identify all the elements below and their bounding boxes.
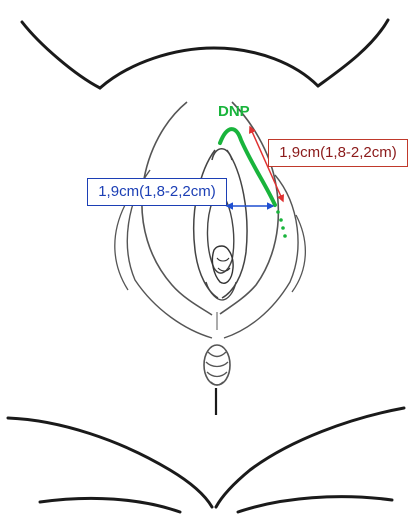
vestibule-outline [207,196,233,274]
dnp-green-curve [220,129,275,205]
measurement-label-blue: 1,9cm(1,8-2,2cm) [87,178,227,206]
lateral-left-contour [115,205,128,290]
inner-right-fold [222,150,247,298]
inner-left-fold [194,150,218,298]
upper-abdomen-curve [100,48,318,88]
anus-sketch [204,345,230,385]
lateral-right-contour [292,215,305,292]
outer-far-right-contour [224,175,298,338]
outer-left-contour [142,102,212,315]
measurement-label-red: 1,9cm(1,8-2,2cm) [268,139,408,167]
left-buttock-curve [8,418,212,507]
left-thigh-crease-line [22,22,100,88]
dnp-label: DNP [218,103,250,121]
right-buttock-curve [216,408,404,507]
lower-right-contour [238,497,392,512]
right-thigh-crease-line [318,20,388,86]
lower-left-contour [40,498,180,512]
